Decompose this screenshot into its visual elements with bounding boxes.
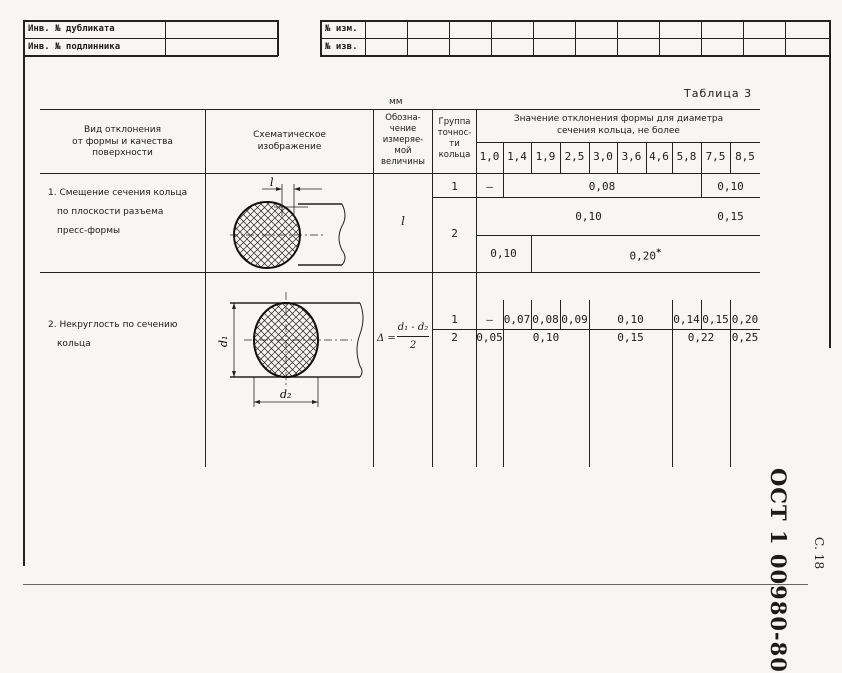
header-znachenie: Значение отклонения формы для диаметра с…	[513, 114, 724, 136]
value-cell: 0,07	[503, 313, 531, 326]
row1-group-1: 1	[451, 180, 458, 193]
formula-delta: Δ =	[377, 333, 396, 344]
row2-name: 2. Некруглость по сечению кольца	[48, 320, 178, 349]
value-cell: 0,09	[561, 313, 588, 326]
footnote-star: *	[656, 248, 662, 258]
diameter-cell: 3,0	[593, 150, 613, 163]
row1-g1-value-a: 0,08	[588, 180, 616, 193]
formula-denominator: 2	[409, 340, 417, 351]
value-cell: 0,10	[617, 313, 644, 326]
header-gruppa: Группа точнос- ти кольца	[437, 117, 472, 160]
no-izv-label: № изв.	[325, 42, 358, 52]
value-cell: 0,05	[476, 331, 503, 344]
inv-dublikata-label: Инв. № дубликата	[28, 24, 115, 34]
diameter-cell: 4,6	[649, 150, 669, 163]
formula-fraction-bar	[397, 336, 429, 337]
value-cell: 0,20	[731, 313, 759, 326]
value-cell: 0,08	[532, 313, 559, 326]
row1-group-2: 2	[451, 227, 458, 240]
row1-g1-dash: –	[486, 180, 493, 193]
d1-label: d₁	[217, 336, 230, 347]
row1-name: 1. Смещение сечения кольца по плоскости …	[48, 188, 188, 236]
value-cell: 0,25	[731, 331, 759, 344]
value-cell: 0,15	[617, 331, 644, 344]
row1-g2b-value-b: 0,20*	[629, 248, 662, 263]
diameter-cell: 7,5	[705, 150, 726, 163]
header-oboznachenie: Обозна- чение измеряе- мой величины	[380, 113, 425, 167]
value-cell: 0,22	[687, 331, 715, 344]
unit-label: мм	[389, 97, 403, 107]
diameter-cell: 5,8	[676, 150, 697, 163]
value-cell: 0,10	[532, 331, 560, 344]
diameter-cell: 2,5	[564, 150, 585, 163]
d2-label: d₂	[280, 388, 291, 401]
row1-g2b-value-a: 0,10	[490, 247, 517, 260]
formula-numerator: d₁ - d₂	[397, 322, 429, 333]
value-cell: –	[486, 313, 493, 326]
row1-symbol: l	[401, 214, 405, 228]
row1-sketch: l	[230, 176, 346, 269]
diameter-cell: 1,4	[507, 150, 527, 163]
inv-podlinnika-label: Инв. № подлинника	[28, 42, 121, 52]
row2-group-1: 1	[451, 313, 458, 326]
ost-designation: ОСТ 1 00980-80	[766, 468, 791, 673]
table-title: Таблица 3	[684, 87, 753, 100]
row1-g2a-value-b: 0,15	[717, 210, 744, 223]
no-izm-label: № изм.	[325, 24, 358, 34]
header-vid: Вид отклонения от формы и качества повер…	[72, 125, 173, 158]
diameter-cell: 1,0	[479, 150, 500, 163]
row2-group-2: 2	[451, 331, 458, 344]
value-cell: 0,14	[673, 313, 700, 326]
value-cell: 0,15	[702, 313, 729, 326]
diameter-cell: 1,9	[535, 150, 556, 163]
page-number: С. 18	[812, 537, 826, 570]
header-schema: Схематическое изображение	[253, 130, 326, 152]
row2-formula: Δ = d₁ - d₂ 2	[377, 322, 431, 356]
row1-g1-value-b: 0,10	[717, 180, 744, 193]
row1-g2a-value-a: 0,10	[575, 210, 602, 223]
row1-dim-label: l	[270, 176, 274, 189]
row2-sketch: d₁ d₂	[217, 292, 364, 407]
diameter-cell: 8,5	[735, 150, 755, 163]
diameter-cell: 3,6	[621, 150, 642, 163]
